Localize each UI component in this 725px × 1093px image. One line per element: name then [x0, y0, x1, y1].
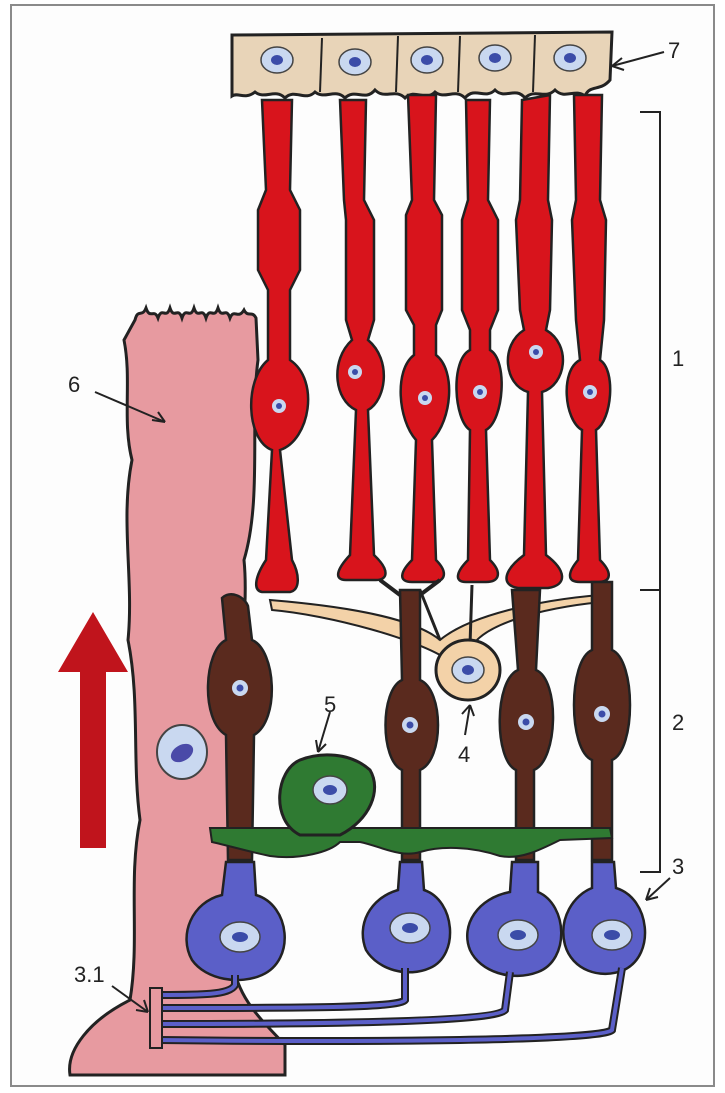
label-4: 4	[458, 742, 470, 767]
label-2: 2	[672, 710, 684, 735]
photoreceptor	[401, 95, 449, 582]
pigment-nucleus	[554, 45, 586, 71]
label-5: 5	[324, 692, 336, 717]
light-direction-arrow	[58, 612, 128, 848]
ganglion-cell	[467, 862, 561, 976]
muller-nucleus	[157, 725, 207, 779]
pigment-nucleus	[339, 49, 371, 75]
bipolar-cell	[574, 582, 630, 860]
horizontal-cell	[270, 585, 602, 700]
ganglion-cells	[187, 862, 645, 980]
pigment-nucleus	[261, 47, 293, 73]
layer-brackets	[640, 112, 660, 872]
ganglion-cell	[363, 862, 450, 972]
label-3-1: 3.1	[74, 962, 105, 987]
bipolar-cells	[208, 580, 630, 860]
label-3: 3	[672, 854, 684, 879]
photoreceptor-cells	[251, 95, 610, 592]
photoreceptor	[507, 95, 563, 588]
label-7: 7	[668, 38, 680, 63]
photoreceptor	[456, 100, 501, 582]
optic-nerve-bracket	[150, 988, 162, 1048]
pigment-nucleus	[411, 47, 443, 73]
pigment-nucleus	[479, 45, 511, 71]
pigment-epithelium	[232, 32, 612, 98]
photoreceptor	[251, 100, 308, 592]
label-6: 6	[68, 372, 80, 397]
label-1: 1	[672, 346, 684, 371]
photoreceptor	[337, 100, 385, 580]
photoreceptor	[567, 95, 611, 582]
ganglion-cell	[563, 862, 645, 974]
bipolar-cell	[500, 590, 553, 860]
